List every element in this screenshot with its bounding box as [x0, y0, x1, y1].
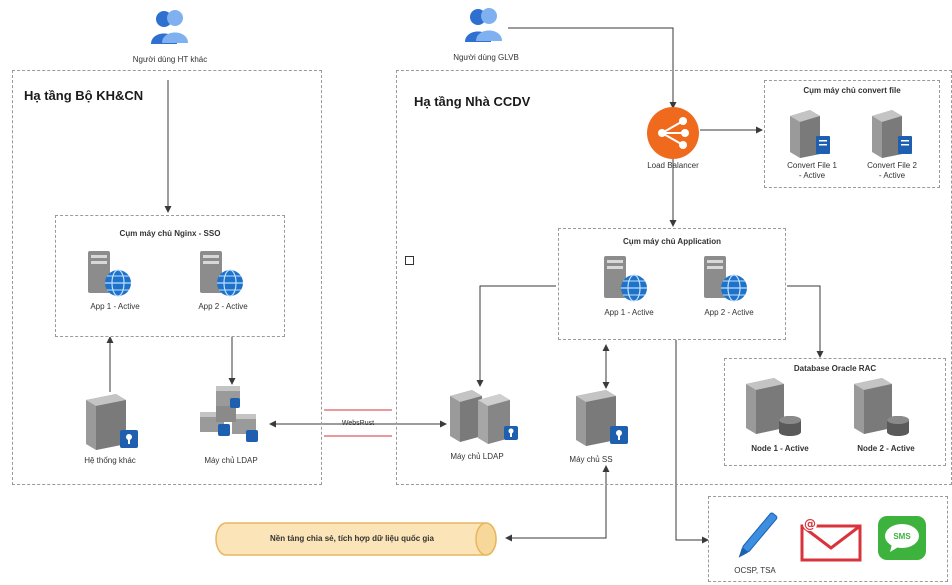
- sms-icon: [878, 516, 926, 560]
- nginx-app1-label: App 1 - Active: [90, 302, 140, 311]
- left-infrastructure-zone: [12, 70, 322, 485]
- sms-label: SMS: [893, 532, 911, 541]
- db-cluster-title: Database Oracle RAC: [793, 364, 877, 373]
- small-square-marker: [405, 256, 414, 265]
- server-lock-icon: [86, 394, 138, 450]
- db-node1-label: Node 1 - Active: [751, 444, 809, 453]
- glvb-user-label: Người dùng GLVB: [453, 53, 519, 62]
- other-user-label: Người dùng HT khác: [132, 55, 208, 64]
- national-data-platform: [215, 522, 497, 556]
- ss-server-label: Máy chủ SS: [569, 455, 613, 464]
- app-cluster-title: Cụm máy chủ Application: [623, 237, 721, 246]
- database-server-icon: [854, 378, 909, 436]
- db-node2-label: Node 2 - Active: [857, 444, 915, 453]
- svg-text:@: @: [804, 517, 816, 531]
- server-globe-icon: [88, 251, 131, 297]
- platform-label: Nền tảng chia sẻ, tích hợp dữ liệu quốc …: [270, 534, 434, 543]
- mail-icon: @: [800, 517, 862, 562]
- database-server-icon: [746, 378, 801, 436]
- convert-cluster-title: Cụm máy chủ convert file: [803, 86, 901, 95]
- nginx-cluster-title: Cụm máy chủ Nginx - SSO: [119, 229, 221, 238]
- left-ldap-label: Máy chủ LDAP: [204, 456, 258, 465]
- ocsp-tsa-label: OCSP, TSA: [734, 566, 776, 575]
- right-zone-title: Hạ tầng Nhà CCDV: [414, 94, 531, 109]
- server-globe-icon: [704, 256, 747, 302]
- pen-icon: [738, 512, 778, 558]
- other-system-label: Hệ thống khác: [84, 456, 136, 465]
- app1-label: App 1 - Active: [604, 308, 654, 317]
- app2-label: App 2 - Active: [704, 308, 754, 317]
- server-cluster-icon: [200, 386, 258, 442]
- server-globe-icon: [200, 251, 243, 297]
- server-file-icon: [872, 110, 912, 158]
- convert2-label: Convert File 2 - Active: [852, 161, 932, 181]
- nginx-app2-label: App 2 - Active: [198, 302, 248, 311]
- server-file-icon: [790, 110, 830, 158]
- load-balancer-label: Load Balancer: [647, 161, 699, 170]
- server-pair-icon: [450, 390, 518, 444]
- convert2-text: Convert File 2 - Active: [867, 161, 917, 180]
- server-globe-icon: [604, 256, 647, 302]
- right-ldap-label: Máy chủ LDAP: [450, 452, 504, 461]
- link-label: WebsRust: [341, 420, 375, 427]
- convert1-label: Convert File 1 - Active: [772, 161, 852, 181]
- user-group-icon: [151, 10, 188, 44]
- convert1-text: Convert File 1 - Active: [787, 161, 837, 180]
- server-lock-icon: [576, 390, 628, 446]
- left-zone-title: Hạ tầng Bộ KH&CN: [24, 88, 144, 103]
- application-cluster: [558, 228, 786, 340]
- load-balancer-icon: [647, 107, 699, 159]
- user-group-icon: [465, 8, 502, 42]
